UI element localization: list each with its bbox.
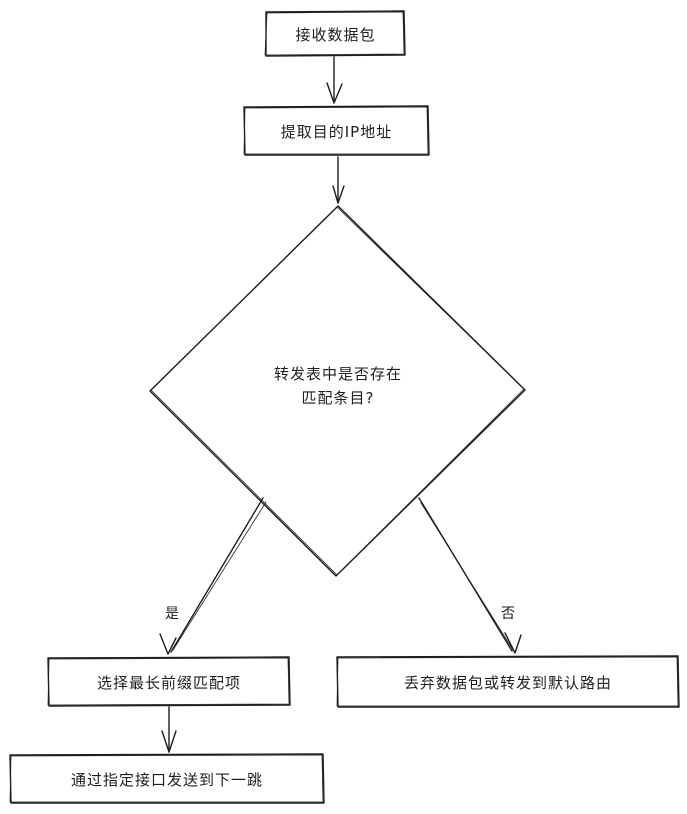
receive-box-outline [264, 10, 406, 57]
arrow-no-branch [418, 497, 522, 654]
decision-diamond-outline [149, 205, 526, 577]
longest-prefix-label: 选择最长前缀匹配项 [96, 673, 241, 692]
decision-label-line2: 匹配条目? [301, 389, 375, 407]
receive-packet-label: 接收数据包 [295, 25, 376, 44]
arrow-longest-to-forward [161, 706, 177, 753]
extract-box-outline [243, 105, 430, 156]
arrow-yes-branch [159, 497, 267, 655]
receive-packet-node: 接收数据包 [266, 12, 405, 56]
drop-or-default-node: 丢弃数据包或转发到默认路由 [337, 657, 679, 707]
longest-prefix-node: 选择最长前缀匹配项 [48, 658, 290, 706]
extract-ip-label: 提取目的IP地址 [280, 122, 393, 141]
drop-box-outline [336, 655, 680, 708]
forward-box-outline [9, 753, 325, 804]
drop-or-default-label: 丢弃数据包或转发到默认路由 [403, 673, 612, 692]
forward-next-hop-label: 通过指定接口发送到下一跳 [70, 770, 263, 789]
arrow-receive-to-extract [326, 56, 343, 104]
yes-edge-label: 是 [163, 603, 181, 623]
longest-box-outline [47, 656, 291, 707]
forward-next-hop-node: 通过指定接口发送到下一跳 [10, 755, 324, 803]
no-edge-label: 否 [499, 603, 517, 623]
decision-label-line1: 转发表中是否存在 [273, 365, 402, 383]
decision-node: 转发表中是否存在 匹配条目? [238, 362, 438, 410]
extract-ip-node: 提取目的IP地址 [244, 107, 429, 155]
arrow-extract-to-decision [332, 156, 345, 204]
